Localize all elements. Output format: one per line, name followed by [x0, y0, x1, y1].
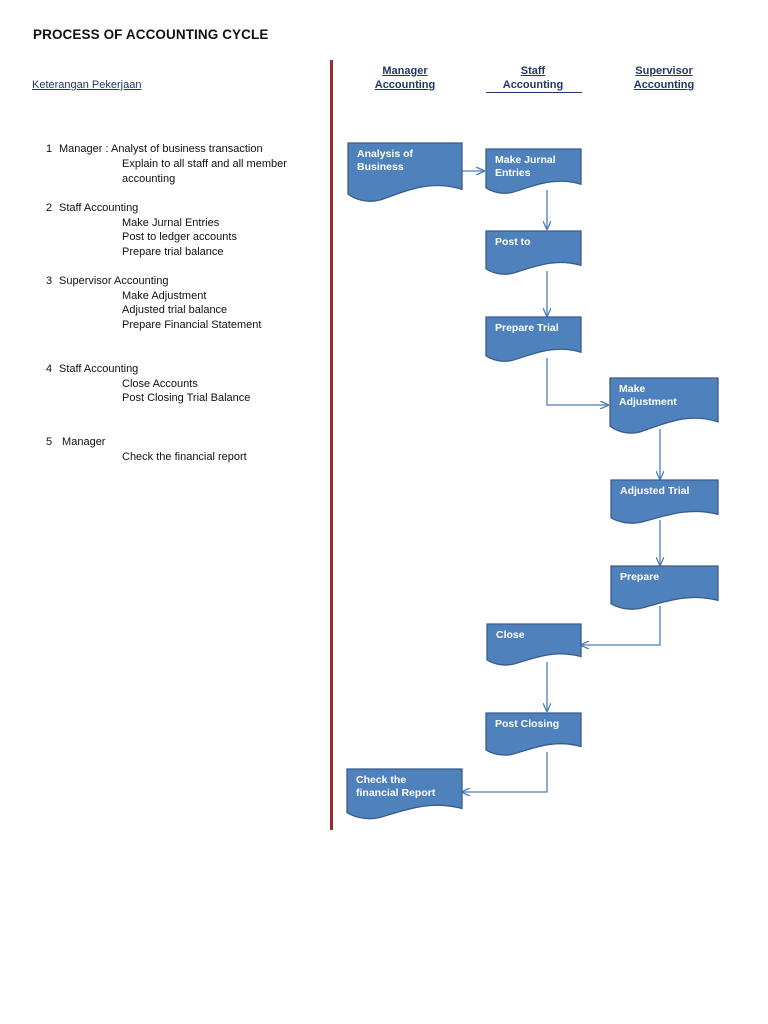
- flow-node-label: Post to: [495, 236, 531, 248]
- step-1-task: Explain to all staff and all member: [122, 158, 287, 170]
- flow-node-label: Adjusted Trial: [620, 485, 690, 497]
- staff-header-underline: [486, 92, 582, 93]
- flow-node-adjustment: [609, 377, 719, 434]
- arrow-prepare-to-close: [581, 606, 661, 645]
- flow-node-label: Prepare: [620, 571, 660, 583]
- step-2-task: Post to ledger accounts: [122, 231, 237, 243]
- flow-node-label: Close: [496, 629, 525, 641]
- arrow-prepare-trial-to-adjustment: [546, 358, 608, 405]
- section-divider: [330, 60, 333, 830]
- flow-node-label: Post Closing: [495, 718, 560, 730]
- flow-node-label: Make Adjustment: [619, 383, 677, 408]
- step-4-task: Close Accounts: [122, 378, 198, 390]
- flow-node-analysis: [347, 142, 463, 202]
- flow-node-prepare-trial: [485, 316, 582, 362]
- flow-node-label: Make Jurnal Entries: [495, 154, 556, 179]
- flow-node-adjusted-trial: [610, 479, 719, 524]
- legend-heading: Keterangan Pekerjaan: [32, 79, 142, 91]
- step-2-task: Make Jurnal Entries: [122, 217, 220, 229]
- flow-node-prepare: [610, 565, 719, 610]
- flow-node-close: [486, 623, 582, 666]
- step-3-task: Prepare Financial Statement: [122, 319, 262, 331]
- flow-node-check: [346, 768, 463, 820]
- flow-node-jurnal: [485, 148, 582, 194]
- page-title: PROCESS OF ACCOUNTING CYCLE: [33, 27, 269, 42]
- flow-node-label: Analysis of Business: [357, 148, 414, 173]
- step-4-task: Post Closing Trial Balance: [122, 392, 251, 404]
- flow-node-post: [485, 230, 582, 275]
- step-2-task: Prepare trial balance: [122, 246, 224, 258]
- flow-node-post-closing: [485, 712, 582, 756]
- step-3-task: Make Adjustment: [122, 290, 207, 302]
- step-3-task: Adjusted trial balance: [122, 304, 228, 316]
- step-1-task: accounting: [122, 173, 176, 185]
- arrow-post-closing-to-check: [462, 752, 548, 792]
- step-5-task: Check the financial report: [122, 451, 247, 463]
- step-5-role: 5 Manager: [46, 436, 106, 448]
- flow-node-label: Prepare Trial: [495, 322, 559, 334]
- flow-node-label: Check the financial Report: [356, 774, 436, 799]
